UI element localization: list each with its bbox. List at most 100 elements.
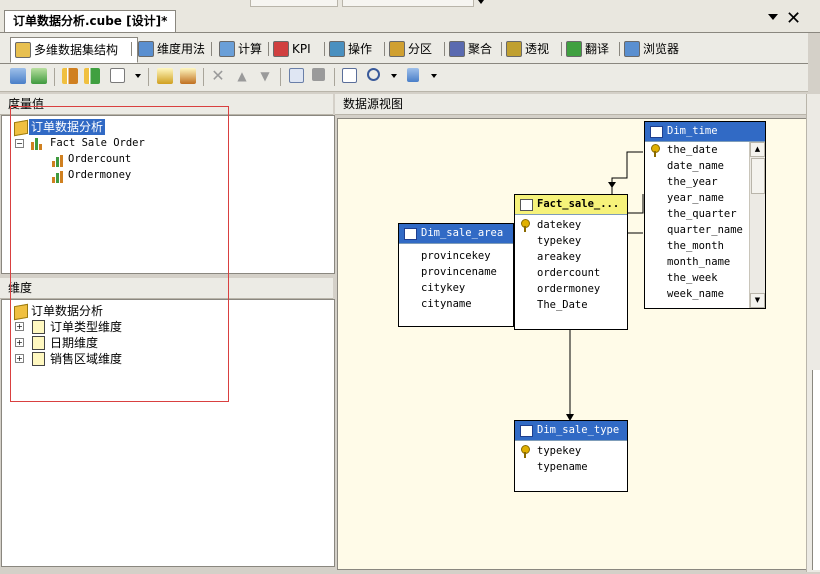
zoom-dropdown-icon[interactable]: [391, 74, 397, 78]
dim-sale-type-table[interactable]: Dim_sale_type typekey typename: [514, 420, 628, 492]
add-cube-dimension-icon[interactable]: [157, 68, 173, 84]
relationship-line: [627, 194, 644, 214]
scroll-thumb[interactable]: [751, 158, 765, 194]
tab-perspectives[interactable]: 透视: [502, 38, 566, 60]
column-name: the_week: [667, 272, 718, 284]
measure-label: Ordercount: [68, 153, 132, 165]
expand-icon[interactable]: +: [15, 354, 24, 363]
measures-root-node[interactable]: 订单数据分析: [29, 119, 106, 135]
fit-to-window-icon[interactable]: [342, 68, 357, 83]
tab-actions[interactable]: 操作: [325, 38, 389, 60]
dsv-pane-title: 数据源视图: [343, 97, 404, 111]
column-row[interactable]: typekey: [515, 443, 627, 459]
arrange-tables-icon[interactable]: [407, 68, 419, 82]
column-name: ordermoney: [537, 283, 601, 295]
process-icon[interactable]: [31, 68, 47, 84]
measure-group-node[interactable]: Fact Sale Order: [50, 135, 145, 151]
column-name: quarter_name: [667, 224, 743, 236]
new-measure-icon[interactable]: [62, 68, 78, 84]
column-row[interactable]: cityname: [399, 296, 513, 312]
document-menu-arrow-icon[interactable]: [768, 14, 778, 20]
column-row[interactable]: provincename: [399, 264, 513, 280]
top-dropdown-arrow-icon[interactable]: [478, 0, 484, 4]
highlight-annotation-box: [10, 106, 229, 402]
column-row[interactable]: typename: [515, 459, 627, 475]
show-all-tables-icon[interactable]: [289, 68, 304, 83]
column-row[interactable]: the_date: [645, 142, 765, 158]
dimensions-root-node[interactable]: 订单数据分析: [31, 303, 103, 319]
collapse-icon[interactable]: −: [15, 139, 24, 148]
perspectives-icon: [506, 41, 522, 57]
close-document-icon[interactable]: ✕: [786, 8, 802, 29]
dim-time-header[interactable]: Dim_time: [645, 122, 765, 142]
measures-pane: [1, 115, 335, 274]
link-object-icon[interactable]: [180, 68, 196, 84]
grid-view-dropdown-icon[interactable]: [135, 74, 141, 78]
column-row[interactable]: week_name: [645, 286, 765, 302]
tab-partitions[interactable]: 分区: [385, 38, 449, 60]
dimension-node[interactable]: 订单类型维度: [50, 319, 122, 335]
document-tab-title: 订单数据分析.cube [设计]*: [13, 14, 168, 28]
column-row[interactable]: typekey: [515, 233, 627, 249]
primary-key-icon: [651, 144, 660, 157]
measure-node[interactable]: Ordermoney: [68, 167, 131, 183]
tab-aggregations[interactable]: 聚合: [445, 38, 506, 60]
column-row[interactable]: date_name: [645, 158, 765, 174]
tab-translations[interactable]: 翻译: [562, 38, 624, 60]
column-row[interactable]: month_name: [645, 254, 765, 270]
column-row[interactable]: provincekey: [399, 248, 513, 264]
dimension-node[interactable]: 日期维度: [50, 335, 98, 351]
tab-cube-structure[interactable]: 多维数据集结构: [10, 37, 138, 63]
zoom-icon[interactable]: [367, 68, 380, 81]
dim-sale-type-title: Dim_sale_type: [537, 424, 620, 436]
relationship-line: [611, 151, 643, 196]
column-row[interactable]: ordermoney: [515, 281, 627, 297]
column-name: ordercount: [537, 267, 601, 279]
tab-dimension-usage[interactable]: 维度用法: [134, 38, 216, 60]
scroll-up-icon[interactable]: ▲: [750, 142, 765, 157]
fact-sale-header[interactable]: Fact_sale_...: [515, 195, 627, 215]
top-combo[interactable]: [250, 0, 338, 7]
column-row[interactable]: citykey: [399, 280, 513, 296]
hide-table-icon[interactable]: [312, 68, 325, 81]
dim-time-scrollbar[interactable]: ▲ ▼: [749, 142, 765, 308]
tab-calculations[interactable]: 计算: [215, 38, 273, 60]
dim-sale-area-header[interactable]: Dim_sale_area: [399, 224, 513, 244]
column-row[interactable]: The_Date: [515, 297, 627, 313]
move-up-icon[interactable]: ▲: [237, 69, 247, 83]
column-row[interactable]: areakey: [515, 249, 627, 265]
column-name: the_date: [667, 144, 718, 156]
column-row[interactable]: ordercount: [515, 265, 627, 281]
scroll-down-icon[interactable]: ▼: [750, 293, 765, 308]
dimensions-pane-header: 维度: [0, 278, 333, 299]
column-row[interactable]: datekey: [515, 217, 627, 233]
column-row[interactable]: the_year: [645, 174, 765, 190]
column-row[interactable]: quarter_name: [645, 222, 765, 238]
column-name: typekey: [537, 445, 582, 457]
table-icon: [650, 126, 663, 138]
expand-icon[interactable]: +: [15, 322, 24, 331]
column-row[interactable]: the_month: [645, 238, 765, 254]
delete-icon[interactable]: ✕: [211, 66, 225, 85]
measure-node[interactable]: Ordercount: [68, 151, 131, 167]
column-row[interactable]: the_week: [645, 270, 765, 286]
move-down-icon[interactable]: ▼: [260, 69, 270, 83]
document-tab[interactable]: 订单数据分析.cube [设计]*: [4, 10, 177, 32]
top-combo-2[interactable]: [342, 0, 474, 7]
column-row[interactable]: year_name: [645, 190, 765, 206]
grid-view-icon[interactable]: [110, 68, 125, 83]
new-measure-group-icon[interactable]: [84, 68, 100, 84]
measure-icon: [52, 171, 64, 183]
refresh-icon[interactable]: [10, 68, 26, 84]
column-row[interactable]: the_quarter: [645, 206, 765, 222]
browser-icon: [624, 41, 640, 57]
arrange-dropdown-icon[interactable]: [431, 74, 437, 78]
tab-kpi[interactable]: KPI: [269, 38, 329, 60]
expand-icon[interactable]: +: [15, 338, 24, 347]
dim-sale-type-header[interactable]: Dim_sale_type: [515, 421, 627, 441]
tab-browser[interactable]: 浏览器: [620, 38, 692, 60]
dimension-node[interactable]: 销售区域维度: [50, 351, 122, 367]
